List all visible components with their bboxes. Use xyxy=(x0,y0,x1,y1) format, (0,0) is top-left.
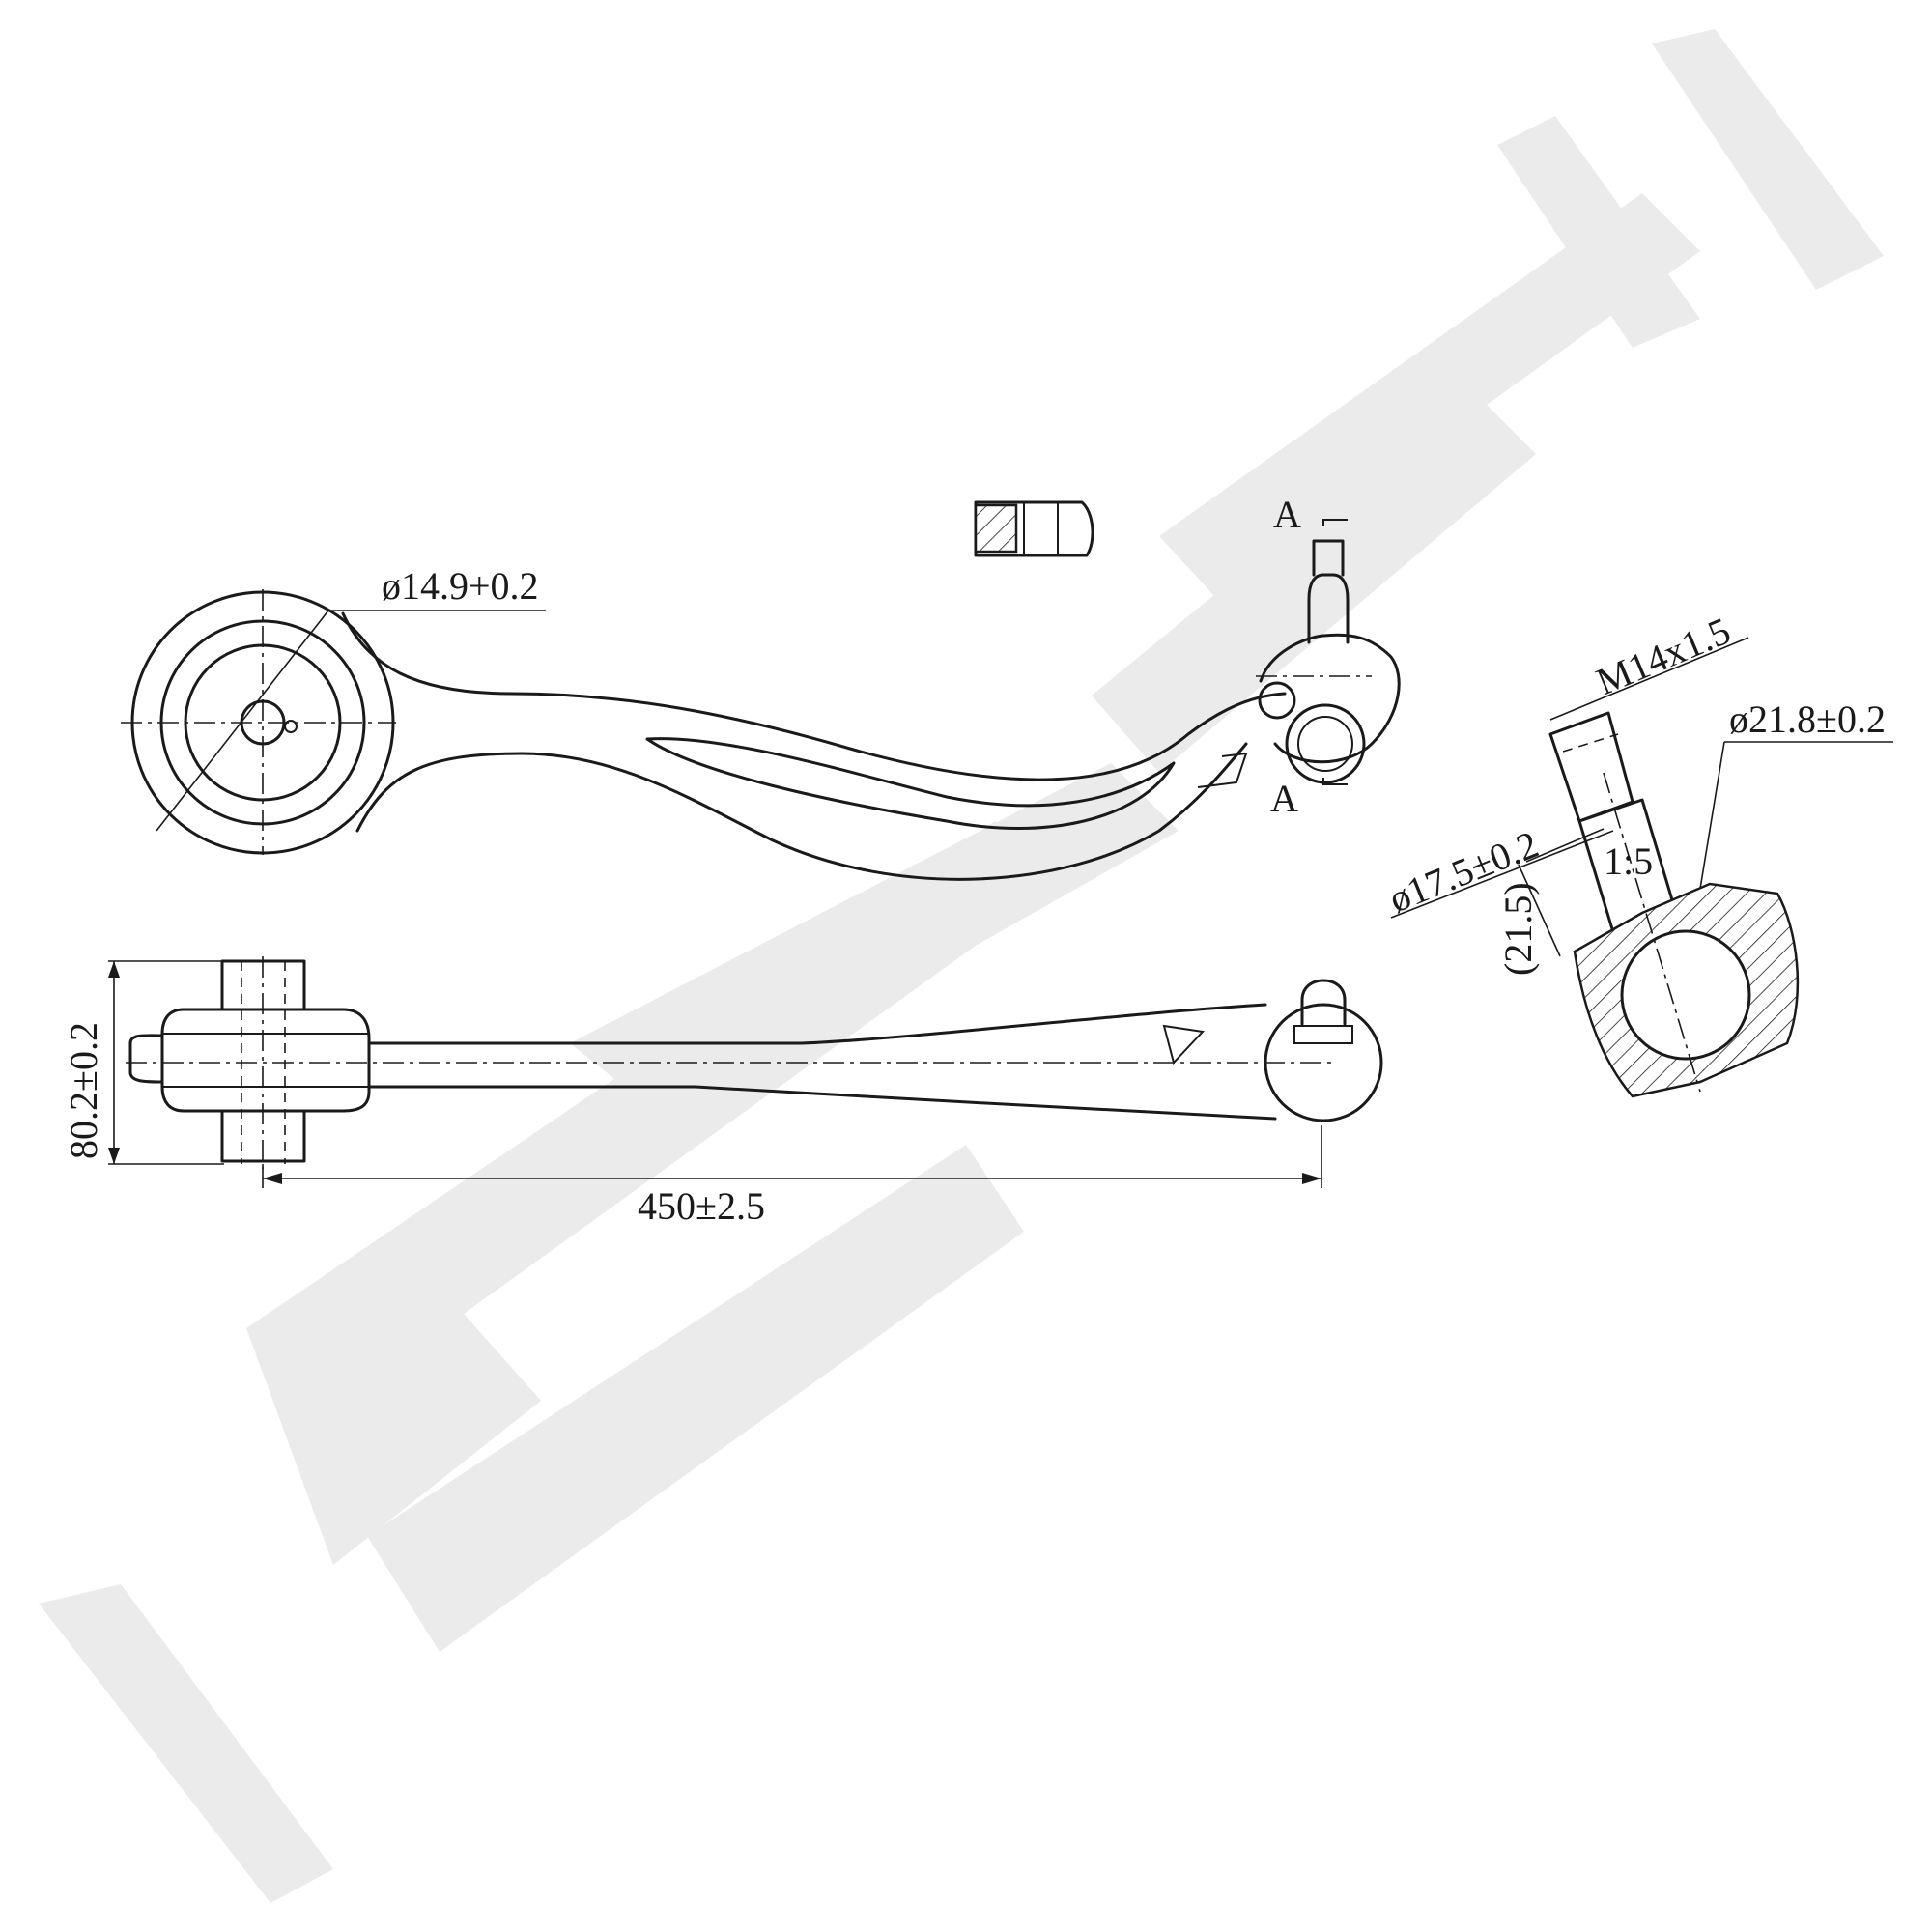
thread-dimension: M14x1.5 xyxy=(1590,609,1737,703)
dimension-lines xyxy=(108,610,1893,1188)
arm-top-view xyxy=(121,519,1401,881)
taper-ratio: 1:5 xyxy=(1604,839,1653,883)
ball-stud-diameter: ø21.8±0.2 xyxy=(1729,697,1886,741)
section-marker-top: A xyxy=(1273,493,1301,536)
stud-height-dimension: (21.5) xyxy=(1496,882,1540,976)
arm-height-dimension: 80.2±0.2 xyxy=(62,1022,105,1159)
watermark-logo xyxy=(39,29,1884,1903)
arm-length-dimension: 450±2.5 xyxy=(638,1184,765,1228)
arm-side-view xyxy=(126,956,1383,1169)
section-marker-bottom: A xyxy=(1270,777,1298,820)
section-view xyxy=(1548,711,1800,1098)
nut-drawing xyxy=(974,500,1094,557)
bushing-bore-dimension: ø14.9+0.2 xyxy=(382,564,539,608)
